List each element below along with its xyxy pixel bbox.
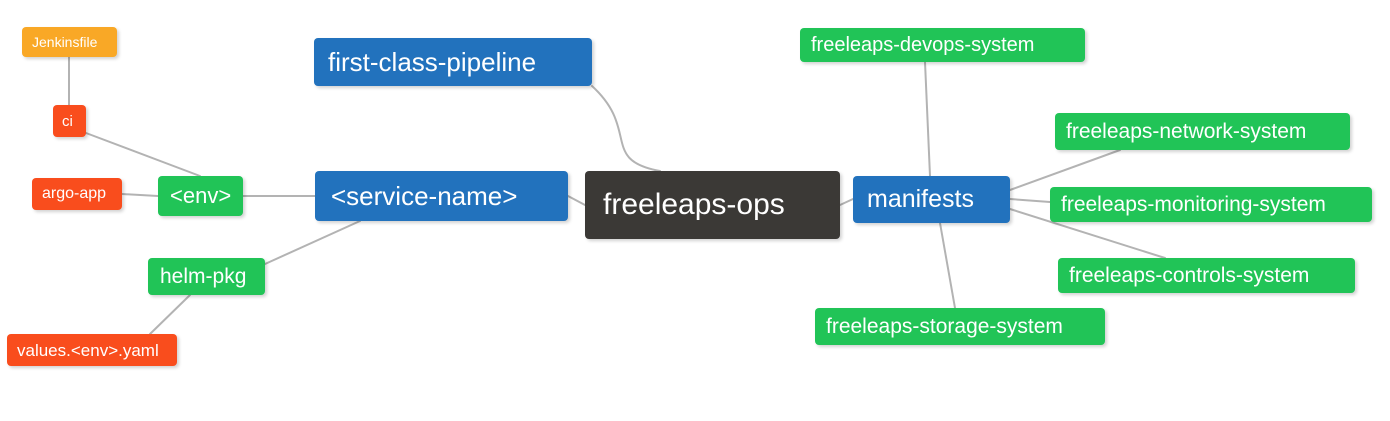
node-first-class-pipeline[interactable]: first-class-pipeline xyxy=(314,38,592,86)
edge-root-to-first-class-pipeline xyxy=(591,85,661,172)
node-label-helm-pkg: helm-pkg xyxy=(160,265,247,288)
node-label-manifests: manifests xyxy=(867,185,974,213)
node-label-env: <env> xyxy=(170,183,232,208)
node-storage-system[interactable]: freeleaps-storage-system xyxy=(815,308,1105,345)
edge-env-to-ci xyxy=(85,132,201,177)
node-env[interactable]: <env> xyxy=(158,176,243,216)
node-label-service-name: <service-name> xyxy=(331,181,518,211)
edge-helm-pkg-to-values-yaml xyxy=(149,294,191,335)
node-network-system[interactable]: freeleaps-network-system xyxy=(1055,113,1350,150)
node-controls-system[interactable]: freeleaps-controls-system xyxy=(1058,258,1355,293)
node-label-devops-system: freeleaps-devops-system xyxy=(811,34,1035,56)
node-values-yaml[interactable]: values.<env>.yaml xyxy=(7,334,177,366)
node-argo-app[interactable]: argo-app xyxy=(32,178,122,210)
node-label-argo-app: argo-app xyxy=(42,185,107,202)
node-devops-system[interactable]: freeleaps-devops-system xyxy=(800,28,1085,62)
node-service-name[interactable]: <service-name> xyxy=(315,171,568,221)
node-label-values-yaml: values.<env>.yaml xyxy=(17,340,159,360)
node-jenkinsfile[interactable]: Jenkinsfile xyxy=(22,27,117,57)
node-label-jenkinsfile: Jenkinsfile xyxy=(32,34,98,50)
node-label-first-class-pipeline: first-class-pipeline xyxy=(328,47,537,77)
node-manifests[interactable]: manifests xyxy=(853,176,1010,223)
node-root[interactable]: freeleaps-ops xyxy=(585,171,840,239)
node-label-controls-system: freeleaps-controls-system xyxy=(1069,264,1310,287)
edge-service-name-to-helm-pkg xyxy=(264,220,361,265)
node-label-storage-system: freeleaps-storage-system xyxy=(826,315,1063,338)
node-label-ci: ci xyxy=(62,112,73,130)
node-label-network-system: freeleaps-network-system xyxy=(1066,120,1307,143)
edge-manifests-to-storage-system xyxy=(939,222,956,309)
edge-manifests-to-monitoring-system xyxy=(1009,198,1051,203)
node-label-monitoring-system: freeleaps-monitoring-system xyxy=(1061,193,1326,216)
node-helm-pkg[interactable]: helm-pkg xyxy=(148,258,265,295)
node-label-root: freeleaps-ops xyxy=(603,188,785,221)
edge-manifests-to-devops-system xyxy=(924,61,931,177)
node-ci[interactable]: ci xyxy=(53,105,86,137)
edge-env-to-argo-app xyxy=(121,193,159,197)
edge-manifests-to-network-system xyxy=(1009,149,1121,191)
edge-root-to-service-name xyxy=(567,195,586,206)
node-monitoring-system[interactable]: freeleaps-monitoring-system xyxy=(1050,187,1372,222)
edge-root-to-manifests xyxy=(839,198,854,206)
